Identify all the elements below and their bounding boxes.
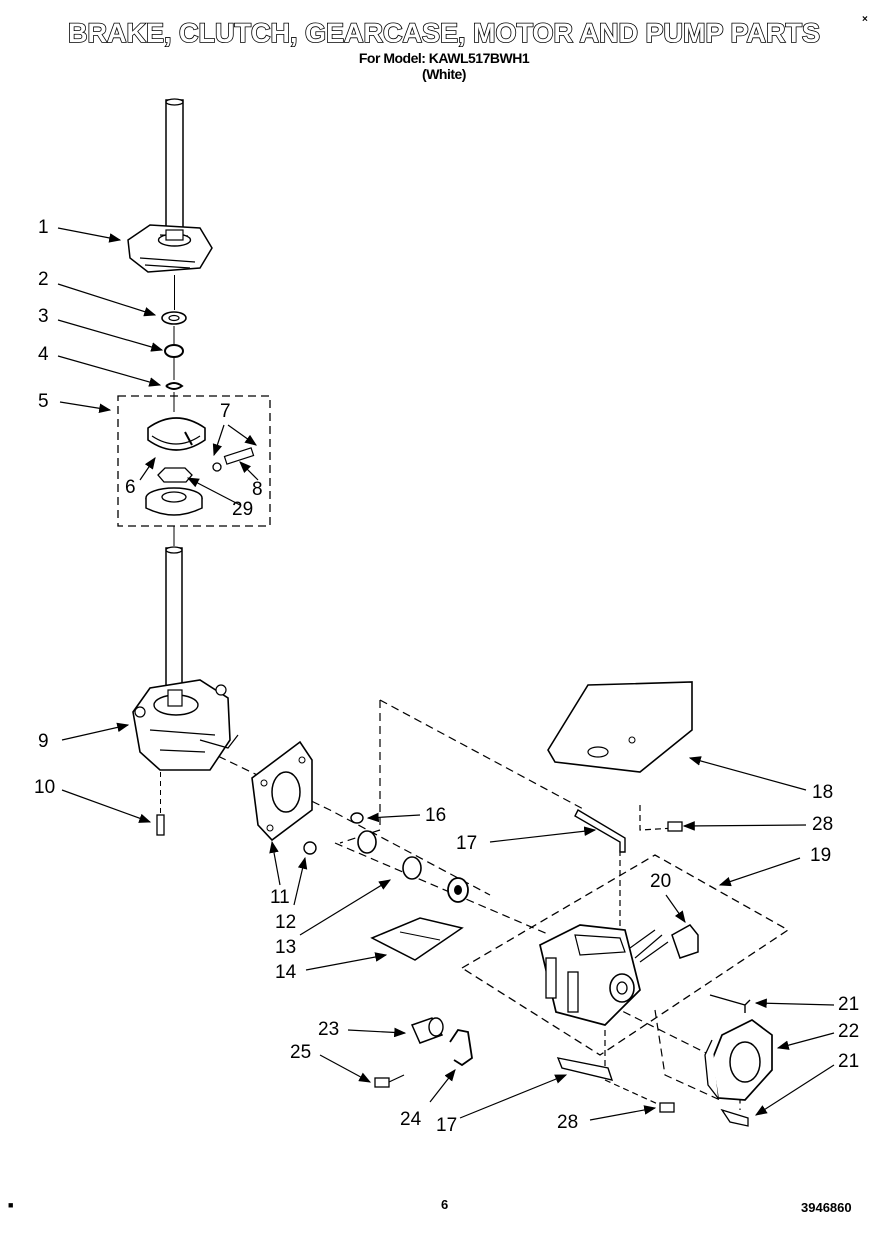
callout-2: 2 [38,269,49,290]
callout-17-upper: 17 [456,833,478,854]
bracket-part-17-lower [556,1057,614,1081]
model-line: For Model: KAWL517BWH1 [358,50,530,66]
bushing-part-16 [350,812,364,824]
registration-mark: ■ [8,1200,14,1210]
clip-part-21-lower [720,1108,749,1127]
callout-22: 22 [838,1021,860,1042]
callout-11: 11 [270,887,290,908]
callout-19: 19 [810,845,832,866]
corner-mark: × [862,14,868,25]
callout-7: 7 [220,401,231,422]
color-line: (White) [422,66,466,82]
screw-part-10 [156,814,165,836]
bracket-28-dashes [639,805,676,831]
callout-6: 6 [125,477,136,498]
bracket-part-17-upper [574,809,626,853]
callout-5: 5 [38,391,49,412]
callout-8: 8 [252,479,263,500]
callout-28-lower: 28 [557,1112,579,1133]
clutch-band-part-6 [147,417,206,451]
motor-assembly-19-box [460,854,790,1056]
callout-17-lower: 17 [436,1115,458,1136]
callout-28-upper: 28 [812,814,834,835]
callout-16: 16 [425,805,447,826]
coupling-part-13a [357,830,377,854]
callout-20: 20 [650,871,672,892]
clip-part-21-upper [709,994,751,1013]
screw-part-28-lower [659,1102,675,1113]
callout-23: 23 [318,1019,340,1040]
switch-part-20 [671,924,699,959]
callout-4: 4 [38,344,49,365]
strap-part-24 [449,1028,473,1067]
shield-part-14 [370,917,464,961]
callout-21-upper: 21 [838,994,860,1015]
callout-12: 12 [275,912,297,933]
callout-29: 29 [232,499,254,520]
page-number: 6 [441,1197,449,1212]
nut-part-12 [303,841,317,855]
callout-25: 25 [290,1042,312,1063]
motor-shaft-dashes [334,842,551,936]
callout-13: 13 [275,937,297,958]
motor-cover-part-18 [547,681,693,773]
clip-part-4 [165,382,184,390]
callout-18: 18 [812,782,834,803]
callout-3: 3 [38,306,49,327]
gearcase-plate-dashes [194,744,491,896]
brake-plate-part-1 [127,224,213,273]
screw-part-25 [374,1077,390,1088]
callout-10: 10 [34,777,56,798]
clip-dashes [654,1009,721,1101]
screw-part-28-upper [667,821,683,832]
page-title: BRAKE, CLUTCH, GEARCASE, MOTOR AND PUMP … [67,17,821,49]
lock-ring-part-3 [164,344,184,358]
spring-part-8 [223,447,255,465]
callout-14: 14 [275,962,297,983]
belt-path-dashes [339,700,381,844]
callout-1: 1 [38,217,49,238]
agitator-shaft-lower [165,547,183,699]
callout-21-lower: 21 [838,1051,860,1072]
document-number: 3946860 [801,1200,852,1215]
callout-9: 9 [38,731,49,752]
callout-24: 24 [400,1109,422,1130]
spring-part-7 [212,462,222,472]
assembly-5-box [117,395,271,527]
